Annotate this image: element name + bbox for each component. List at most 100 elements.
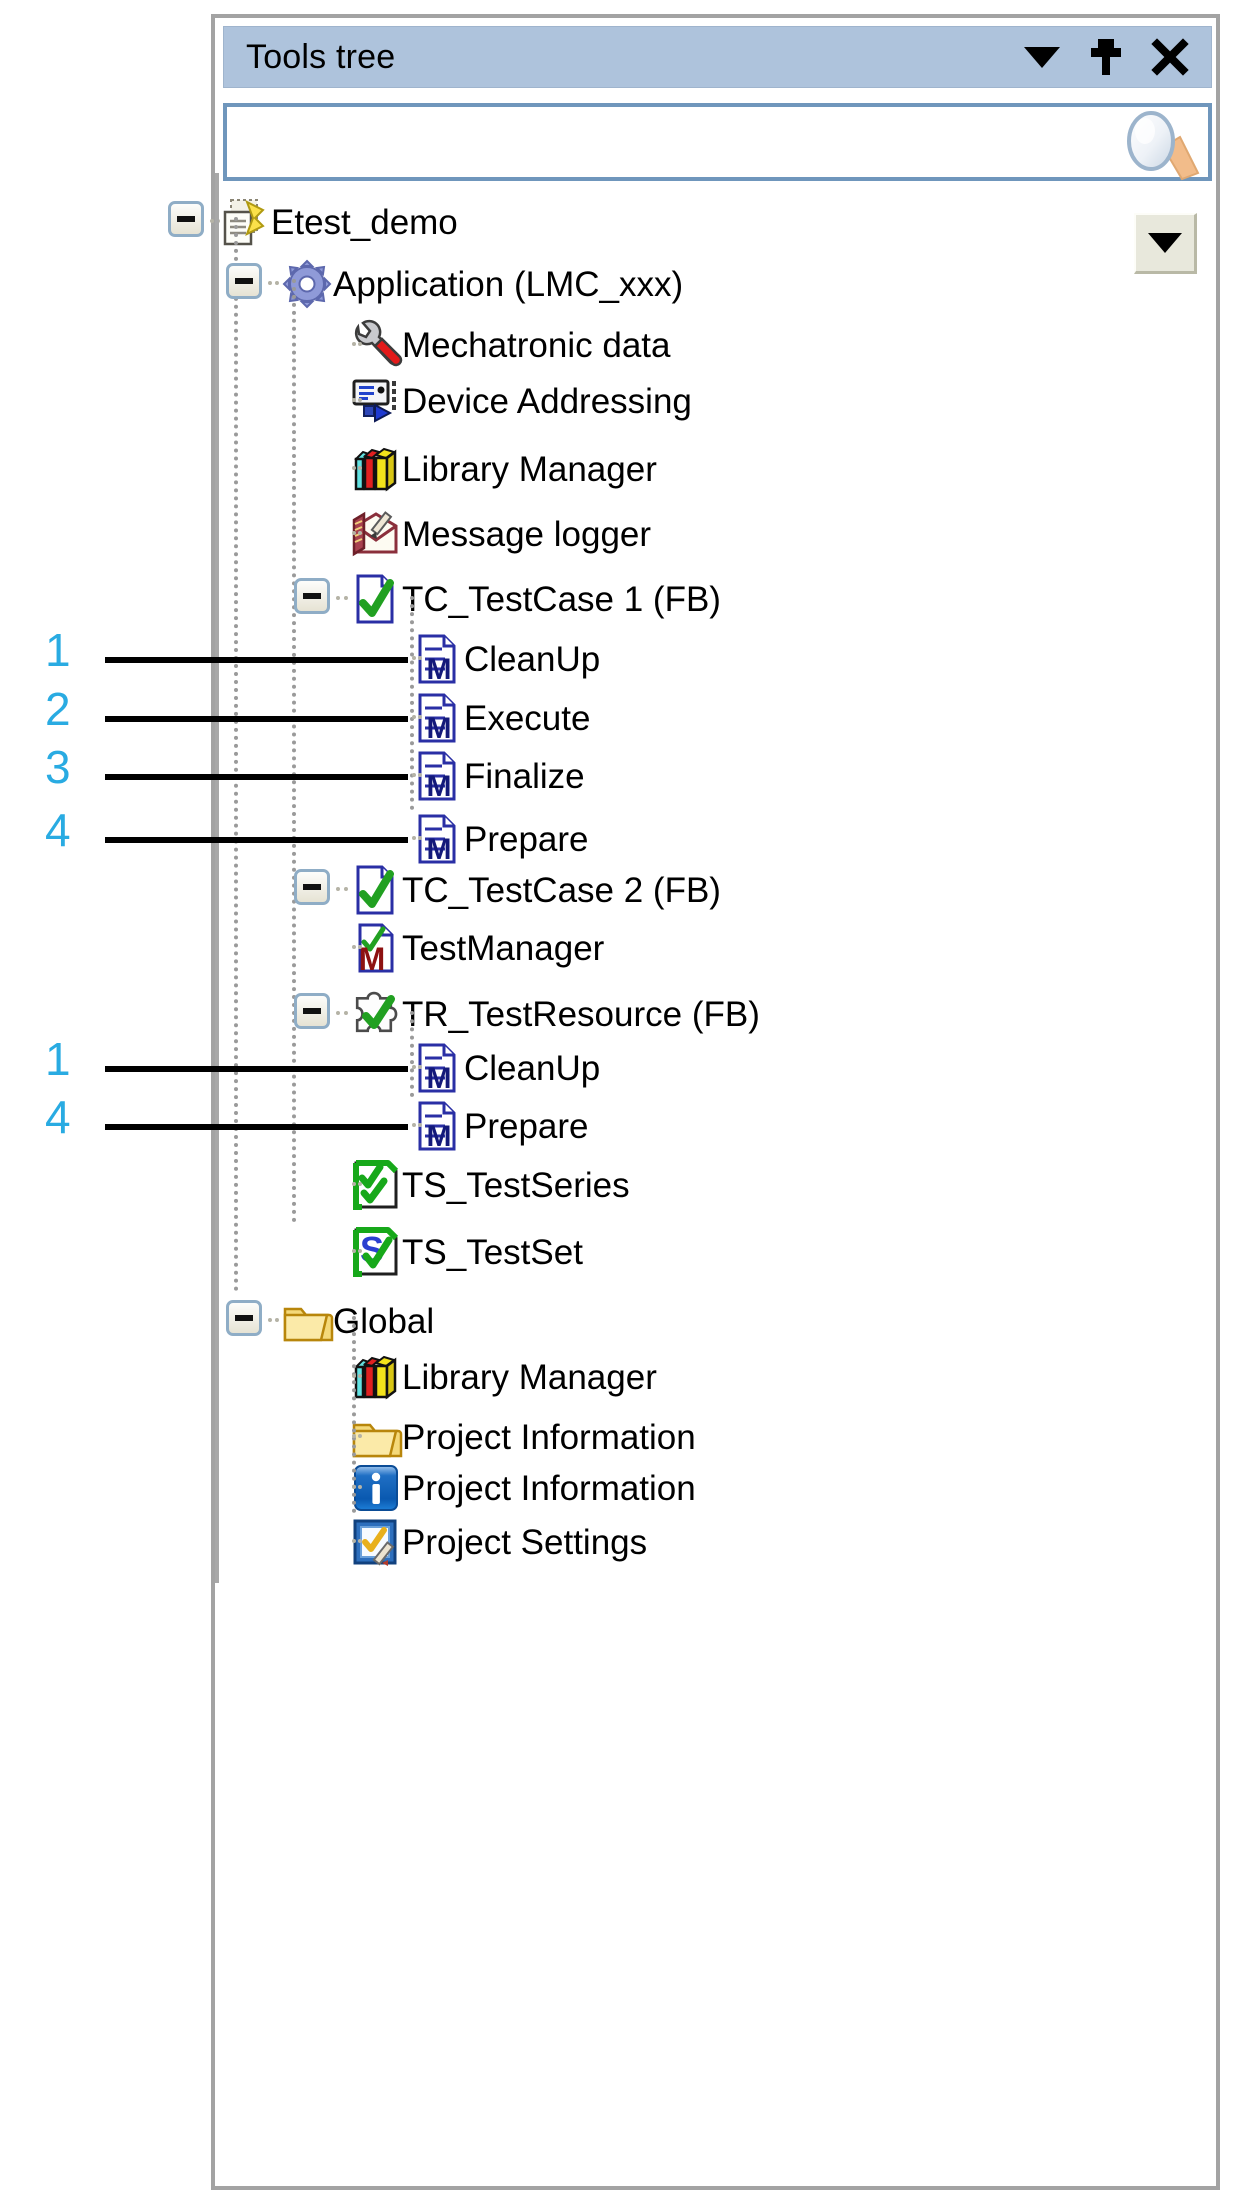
tree-item-label: TS_TestSet bbox=[402, 1232, 583, 1272]
tree-item-label: Prepare bbox=[464, 819, 589, 859]
tree-item-label: Global bbox=[333, 1301, 435, 1341]
tree-connector-dots bbox=[412, 773, 422, 777]
tree-connector-dots bbox=[352, 466, 362, 470]
panel-titlebar: Tools tree bbox=[223, 26, 1212, 88]
tree-item-global[interactable]: Global bbox=[281, 1292, 434, 1350]
tree-connector-line bbox=[410, 596, 414, 810]
gear-icon bbox=[281, 258, 333, 310]
tree-expander-collapse[interactable] bbox=[226, 263, 262, 299]
tree-item-mechatronic-data[interactable]: Mechatronic data bbox=[350, 316, 670, 374]
svg-text:M: M bbox=[427, 833, 452, 866]
callout-number: 4 bbox=[45, 1091, 71, 1143]
tree-item-ts-testseries[interactable]: TS_TestSeries bbox=[350, 1156, 630, 1214]
titlebar-buttons bbox=[1023, 38, 1211, 76]
tree-item-label: TC_TestCase 1 (FB) bbox=[402, 579, 721, 619]
tree-item-project-settings[interactable]: Project Settings bbox=[350, 1513, 647, 1571]
svg-text:M: M bbox=[427, 1120, 452, 1153]
tools-tree: Etest_demo Application (LMC_xxx) Mechatr… bbox=[45, 170, 1220, 2170]
tree-item-prepare[interactable]: M Prepare bbox=[412, 810, 589, 868]
folder-icon bbox=[281, 1295, 334, 1347]
tree-item-label: Execute bbox=[464, 698, 591, 738]
close-icon[interactable] bbox=[1151, 38, 1189, 76]
method-m-icon: M bbox=[412, 750, 464, 803]
tree-item-label: Message logger bbox=[402, 514, 652, 554]
tree-expander-collapse[interactable] bbox=[294, 578, 330, 614]
svg-text:M: M bbox=[427, 1062, 452, 1095]
callout-leader-line bbox=[105, 657, 408, 663]
tree-connector-dots bbox=[412, 656, 422, 660]
testcase-check-icon bbox=[350, 573, 402, 625]
tree-guide-line bbox=[215, 173, 219, 1583]
method-m-icon: M bbox=[412, 1100, 464, 1153]
tree-item-project-information[interactable]: Project Information bbox=[350, 1459, 696, 1517]
tree-connector-dots bbox=[352, 342, 362, 346]
tree-item-label: Library Manager bbox=[402, 449, 657, 489]
tree-item-label: Application (LMC_xxx) bbox=[333, 264, 684, 304]
callout-leader-line bbox=[105, 837, 408, 843]
tree-item-label: Project Information bbox=[402, 1417, 696, 1457]
tree-item-tc-testcase-2-fb[interactable]: TC_TestCase 2 (FB) bbox=[350, 861, 721, 919]
tree-item-library-manager[interactable]: Library Manager bbox=[350, 440, 657, 498]
testseries-icon bbox=[350, 1159, 402, 1211]
testset-icon: S bbox=[350, 1226, 402, 1278]
search-box[interactable] bbox=[223, 103, 1212, 181]
callout-leader-line bbox=[105, 716, 408, 722]
tree-expander-collapse[interactable] bbox=[226, 1300, 262, 1336]
pin-icon[interactable] bbox=[1087, 38, 1125, 76]
tree-item-label: Prepare bbox=[464, 1106, 589, 1146]
tree-item-ts-testset[interactable]: S TS_TestSet bbox=[350, 1223, 583, 1281]
method-m-icon: M bbox=[412, 813, 464, 866]
callout-number: 3 bbox=[45, 741, 71, 793]
tree-expander-collapse[interactable] bbox=[294, 869, 330, 905]
tree-connector-dots bbox=[352, 1374, 362, 1378]
testcase-check-icon bbox=[350, 864, 402, 916]
svg-text:M: M bbox=[359, 941, 386, 977]
tree-item-device-addressing[interactable]: Device Addressing bbox=[350, 372, 692, 430]
tree-connector-dots bbox=[336, 1011, 348, 1015]
tree-item-prepare[interactable]: M Prepare bbox=[412, 1097, 589, 1155]
tree-item-label: TC_TestCase 2 (FB) bbox=[402, 870, 721, 910]
tree-item-message-logger[interactable]: Message logger bbox=[350, 505, 651, 563]
callout-leader-line bbox=[105, 774, 408, 780]
chevron-down-icon bbox=[1148, 233, 1182, 253]
magnifier-icon[interactable] bbox=[1108, 109, 1204, 183]
tree-item-label: Project Information bbox=[402, 1468, 696, 1508]
puzzle-check-icon bbox=[350, 988, 402, 1040]
svg-text:M: M bbox=[427, 712, 452, 745]
svg-text:M: M bbox=[427, 653, 452, 686]
tree-expander-collapse[interactable] bbox=[168, 201, 204, 237]
tree-connector-dots bbox=[336, 596, 348, 600]
tree-item-application-lmc-xxx[interactable]: Application (LMC_xxx) bbox=[281, 255, 683, 313]
tree-item-library-manager[interactable]: Library Manager bbox=[350, 1348, 657, 1406]
tools-tree-panel: Tools tree bbox=[211, 14, 1220, 2190]
tree-item-label: Mechatronic data bbox=[402, 325, 671, 365]
tree-item-label: TS_TestSeries bbox=[402, 1165, 630, 1205]
callout-number: 1 bbox=[45, 1033, 71, 1085]
tree-connector-dots bbox=[268, 1318, 279, 1322]
tree-item-cleanup[interactable]: M CleanUp bbox=[412, 1039, 600, 1097]
chevron-down-icon[interactable] bbox=[1023, 38, 1061, 76]
tree-item-label: TR_TestResource (FB) bbox=[402, 994, 760, 1034]
tree-item-label: CleanUp bbox=[464, 1048, 601, 1088]
tree-connector-line bbox=[410, 1011, 414, 1097]
search-input[interactable] bbox=[237, 115, 1129, 173]
tree-item-label: Device Addressing bbox=[402, 381, 692, 421]
callout-number: 2 bbox=[45, 683, 71, 735]
method-m-icon: M bbox=[412, 1042, 464, 1095]
tree-dropdown-button[interactable] bbox=[1134, 213, 1197, 274]
tree-connector-dots bbox=[352, 1182, 362, 1186]
tree-connector-dots bbox=[352, 1485, 362, 1489]
tree-item-tr-testresource-fb[interactable]: TR_TestResource (FB) bbox=[350, 985, 760, 1043]
tree-connector-dots bbox=[336, 887, 348, 891]
tree-item-execute[interactable]: M Execute bbox=[412, 689, 590, 747]
tree-connector-dots bbox=[352, 945, 362, 949]
message-logger-icon bbox=[350, 508, 402, 560]
tree-item-etest-demo[interactable]: Etest_demo bbox=[219, 193, 458, 251]
tree-item-project-information[interactable]: Project Information bbox=[350, 1408, 696, 1466]
tree-expander-collapse[interactable] bbox=[294, 993, 330, 1029]
tree-item-tc-testcase-1-fb[interactable]: TC_TestCase 1 (FB) bbox=[350, 570, 721, 628]
tree-connector-line bbox=[352, 1316, 356, 1513]
